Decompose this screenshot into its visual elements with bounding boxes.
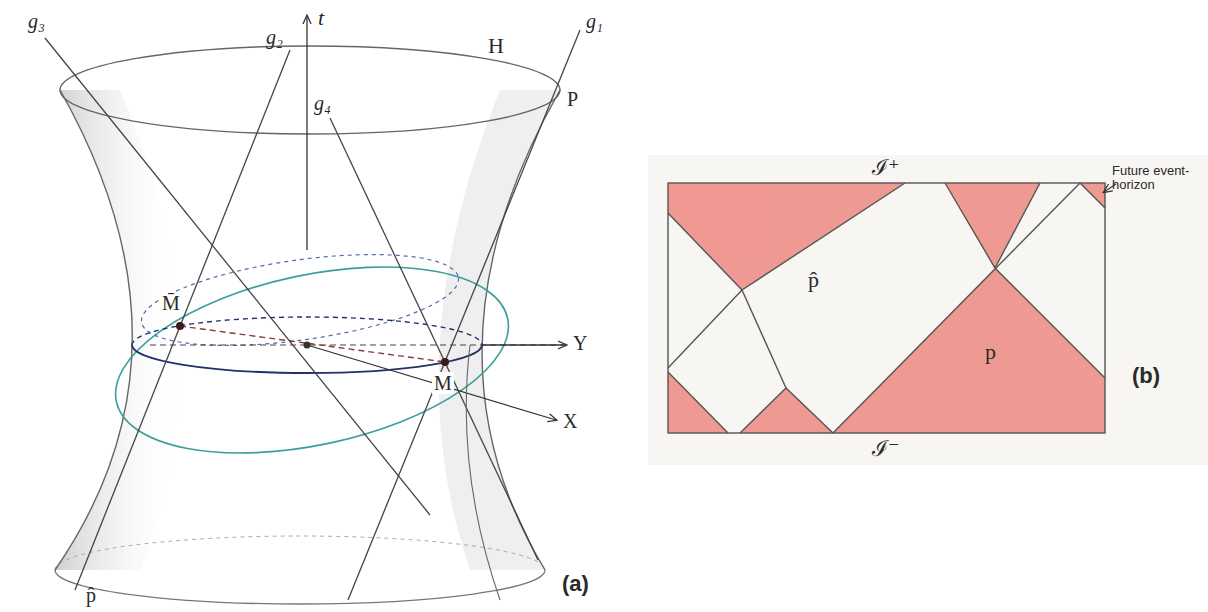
throat-front [132, 345, 482, 373]
y-axis-dashed [150, 344, 565, 345]
point-label: M̄ [160, 292, 182, 314]
diameter-line [180, 326, 445, 362]
point [176, 322, 184, 330]
penrose-diagram [668, 183, 1105, 433]
region-label: p [985, 340, 996, 364]
teal-ellipse [99, 235, 526, 484]
axis-label: Y [573, 332, 587, 354]
panel-ground [648, 155, 1208, 465]
point-label: P [567, 88, 578, 110]
axis-label: t [318, 6, 324, 30]
line-label: p̂ [86, 584, 96, 606]
generator-label: g₃ [28, 10, 45, 32]
throat-back [132, 317, 482, 345]
penrose-lines [668, 183, 1105, 433]
axis-label: X [563, 410, 577, 432]
panel-label: (b) [1132, 364, 1160, 388]
hyperbola-curve [466, 345, 500, 600]
generator-label: g₁ [586, 10, 603, 32]
generator-line [348, 30, 580, 600]
generator-label: g₄ [314, 92, 331, 114]
point [304, 342, 311, 349]
point [441, 358, 449, 366]
dashed-ellipse [136, 238, 464, 362]
point-label: M [432, 372, 454, 394]
boundary-label: ℐ⁻ [872, 437, 900, 461]
generator-line [75, 50, 290, 590]
boundary-label: ℐ⁺ [872, 156, 900, 180]
generator-line [45, 38, 430, 515]
t-axis [306, 16, 307, 250]
region-label: p̂ [808, 268, 819, 292]
y-axis [482, 344, 566, 345]
panel-label: (a) [562, 572, 589, 596]
note-label: Future event-horizon [1112, 164, 1204, 193]
generator-label: g₂ [266, 26, 283, 48]
surface-label: H [488, 34, 504, 58]
generator-line [330, 118, 538, 560]
